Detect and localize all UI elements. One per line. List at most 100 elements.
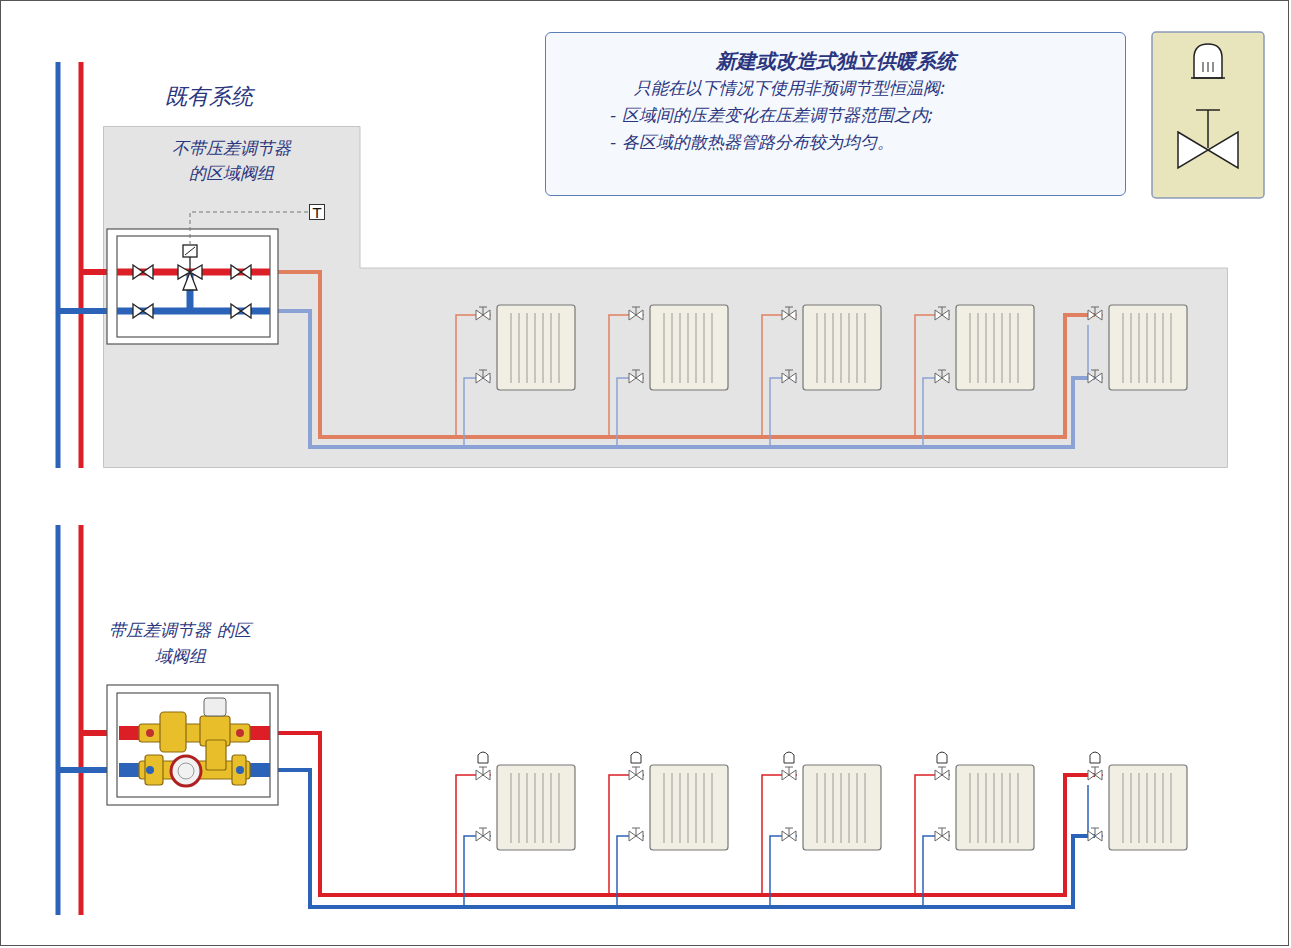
polyline-stroke	[1088, 785, 1103, 836]
line-stroke	[636, 828, 637, 836]
line-stroke	[789, 370, 790, 378]
line-stroke	[857, 773, 858, 843]
line-stroke	[942, 370, 943, 378]
line-stroke	[632, 767, 640, 768]
line-stroke	[1163, 773, 1164, 843]
section-label: 带压差调节器 的区域阀组	[105, 617, 255, 669]
line-stroke	[551, 773, 552, 843]
radiator-body	[497, 305, 575, 390]
line-stroke	[1163, 313, 1164, 383]
line-stroke	[688, 313, 689, 383]
line-stroke	[817, 773, 818, 843]
line-stroke	[1139, 313, 1140, 383]
line-stroke	[479, 767, 487, 768]
line-stroke	[938, 828, 946, 829]
line-stroke	[1095, 767, 1096, 775]
line-stroke	[1095, 370, 1096, 378]
line-stroke	[479, 307, 487, 308]
line-stroke	[1171, 773, 1172, 843]
line-stroke	[938, 307, 946, 308]
line-stroke	[1010, 773, 1011, 843]
line-stroke	[942, 828, 943, 836]
radiator-body	[650, 305, 728, 390]
thermostatic-head	[1090, 752, 1100, 763]
line-stroke	[970, 313, 971, 383]
line-stroke	[632, 307, 640, 308]
line-stroke	[841, 773, 842, 843]
line-stroke	[789, 828, 790, 836]
thermostatic-head	[631, 752, 641, 763]
line-stroke	[1131, 773, 1132, 843]
line-stroke	[636, 370, 637, 378]
line-stroke	[664, 773, 665, 843]
radiator-body	[803, 765, 881, 850]
line-stroke	[849, 773, 850, 843]
polyline-stroke	[923, 836, 950, 905]
polyline-stroke	[617, 836, 644, 905]
line-stroke	[519, 773, 520, 843]
line-stroke	[1018, 313, 1019, 383]
line-stroke	[664, 313, 665, 383]
line-stroke	[535, 313, 536, 383]
line-stroke	[511, 773, 512, 843]
line-stroke	[865, 313, 866, 383]
line-stroke	[696, 313, 697, 383]
line-stroke	[632, 370, 640, 371]
note-line: 只能在以下情况下使用非预调节型恒温阀:	[634, 75, 1125, 102]
line-stroke	[559, 313, 560, 383]
thermostatic-head	[937, 752, 947, 763]
line-stroke	[1123, 313, 1124, 383]
line-stroke	[942, 307, 943, 315]
line-stroke	[1091, 307, 1099, 308]
polyline-stroke	[464, 836, 491, 905]
line-stroke	[483, 767, 484, 775]
line-stroke	[483, 370, 484, 378]
line-stroke	[938, 370, 946, 371]
radiator	[609, 752, 728, 905]
line-stroke	[785, 307, 793, 308]
line-stroke	[483, 307, 484, 315]
line-stroke	[535, 773, 536, 843]
radiator-body	[497, 765, 575, 850]
line-stroke	[994, 313, 995, 383]
line-stroke	[680, 313, 681, 383]
line-stroke	[543, 313, 544, 383]
line-stroke	[865, 773, 866, 843]
polyline-stroke	[915, 775, 950, 895]
line-stroke	[688, 773, 689, 843]
line-stroke	[479, 370, 487, 371]
line-stroke	[986, 313, 987, 383]
line-stroke	[672, 773, 673, 843]
line-stroke	[1139, 773, 1140, 843]
radiator-body	[803, 305, 881, 390]
line-stroke	[1091, 370, 1099, 371]
line-stroke	[519, 313, 520, 383]
line-stroke	[841, 313, 842, 383]
radiator	[1088, 752, 1187, 850]
group-heading: 不带压差调节器 的区域阀组	[164, 136, 299, 186]
line-stroke	[527, 773, 528, 843]
polyline-stroke	[609, 775, 644, 895]
line-stroke	[970, 773, 971, 843]
radiator-body	[650, 765, 728, 850]
line-stroke	[978, 313, 979, 383]
note-line: - 区域间的压差变化在压差调节器范围之内;	[610, 102, 1125, 129]
line-stroke	[543, 773, 544, 843]
note-line: - 各区域的散热器管路分布较为均匀。	[610, 129, 1125, 156]
line-stroke	[551, 313, 552, 383]
line-stroke	[680, 773, 681, 843]
line-stroke	[785, 828, 793, 829]
line-stroke	[672, 313, 673, 383]
line-stroke	[1155, 313, 1156, 383]
line-stroke	[1095, 307, 1096, 315]
line-stroke	[857, 313, 858, 383]
line-stroke	[483, 828, 484, 836]
radiator	[915, 752, 1034, 905]
note-box: 新建或改造式独立供暖系统只能在以下情况下使用非预调节型恒温阀:- 区域间的压差变…	[545, 32, 1126, 196]
line-stroke	[1171, 313, 1172, 383]
thermostatic-head	[478, 752, 488, 763]
line-stroke	[479, 828, 487, 829]
polyline-stroke	[762, 775, 797, 895]
radiator-body	[956, 765, 1034, 850]
line-stroke	[849, 313, 850, 383]
